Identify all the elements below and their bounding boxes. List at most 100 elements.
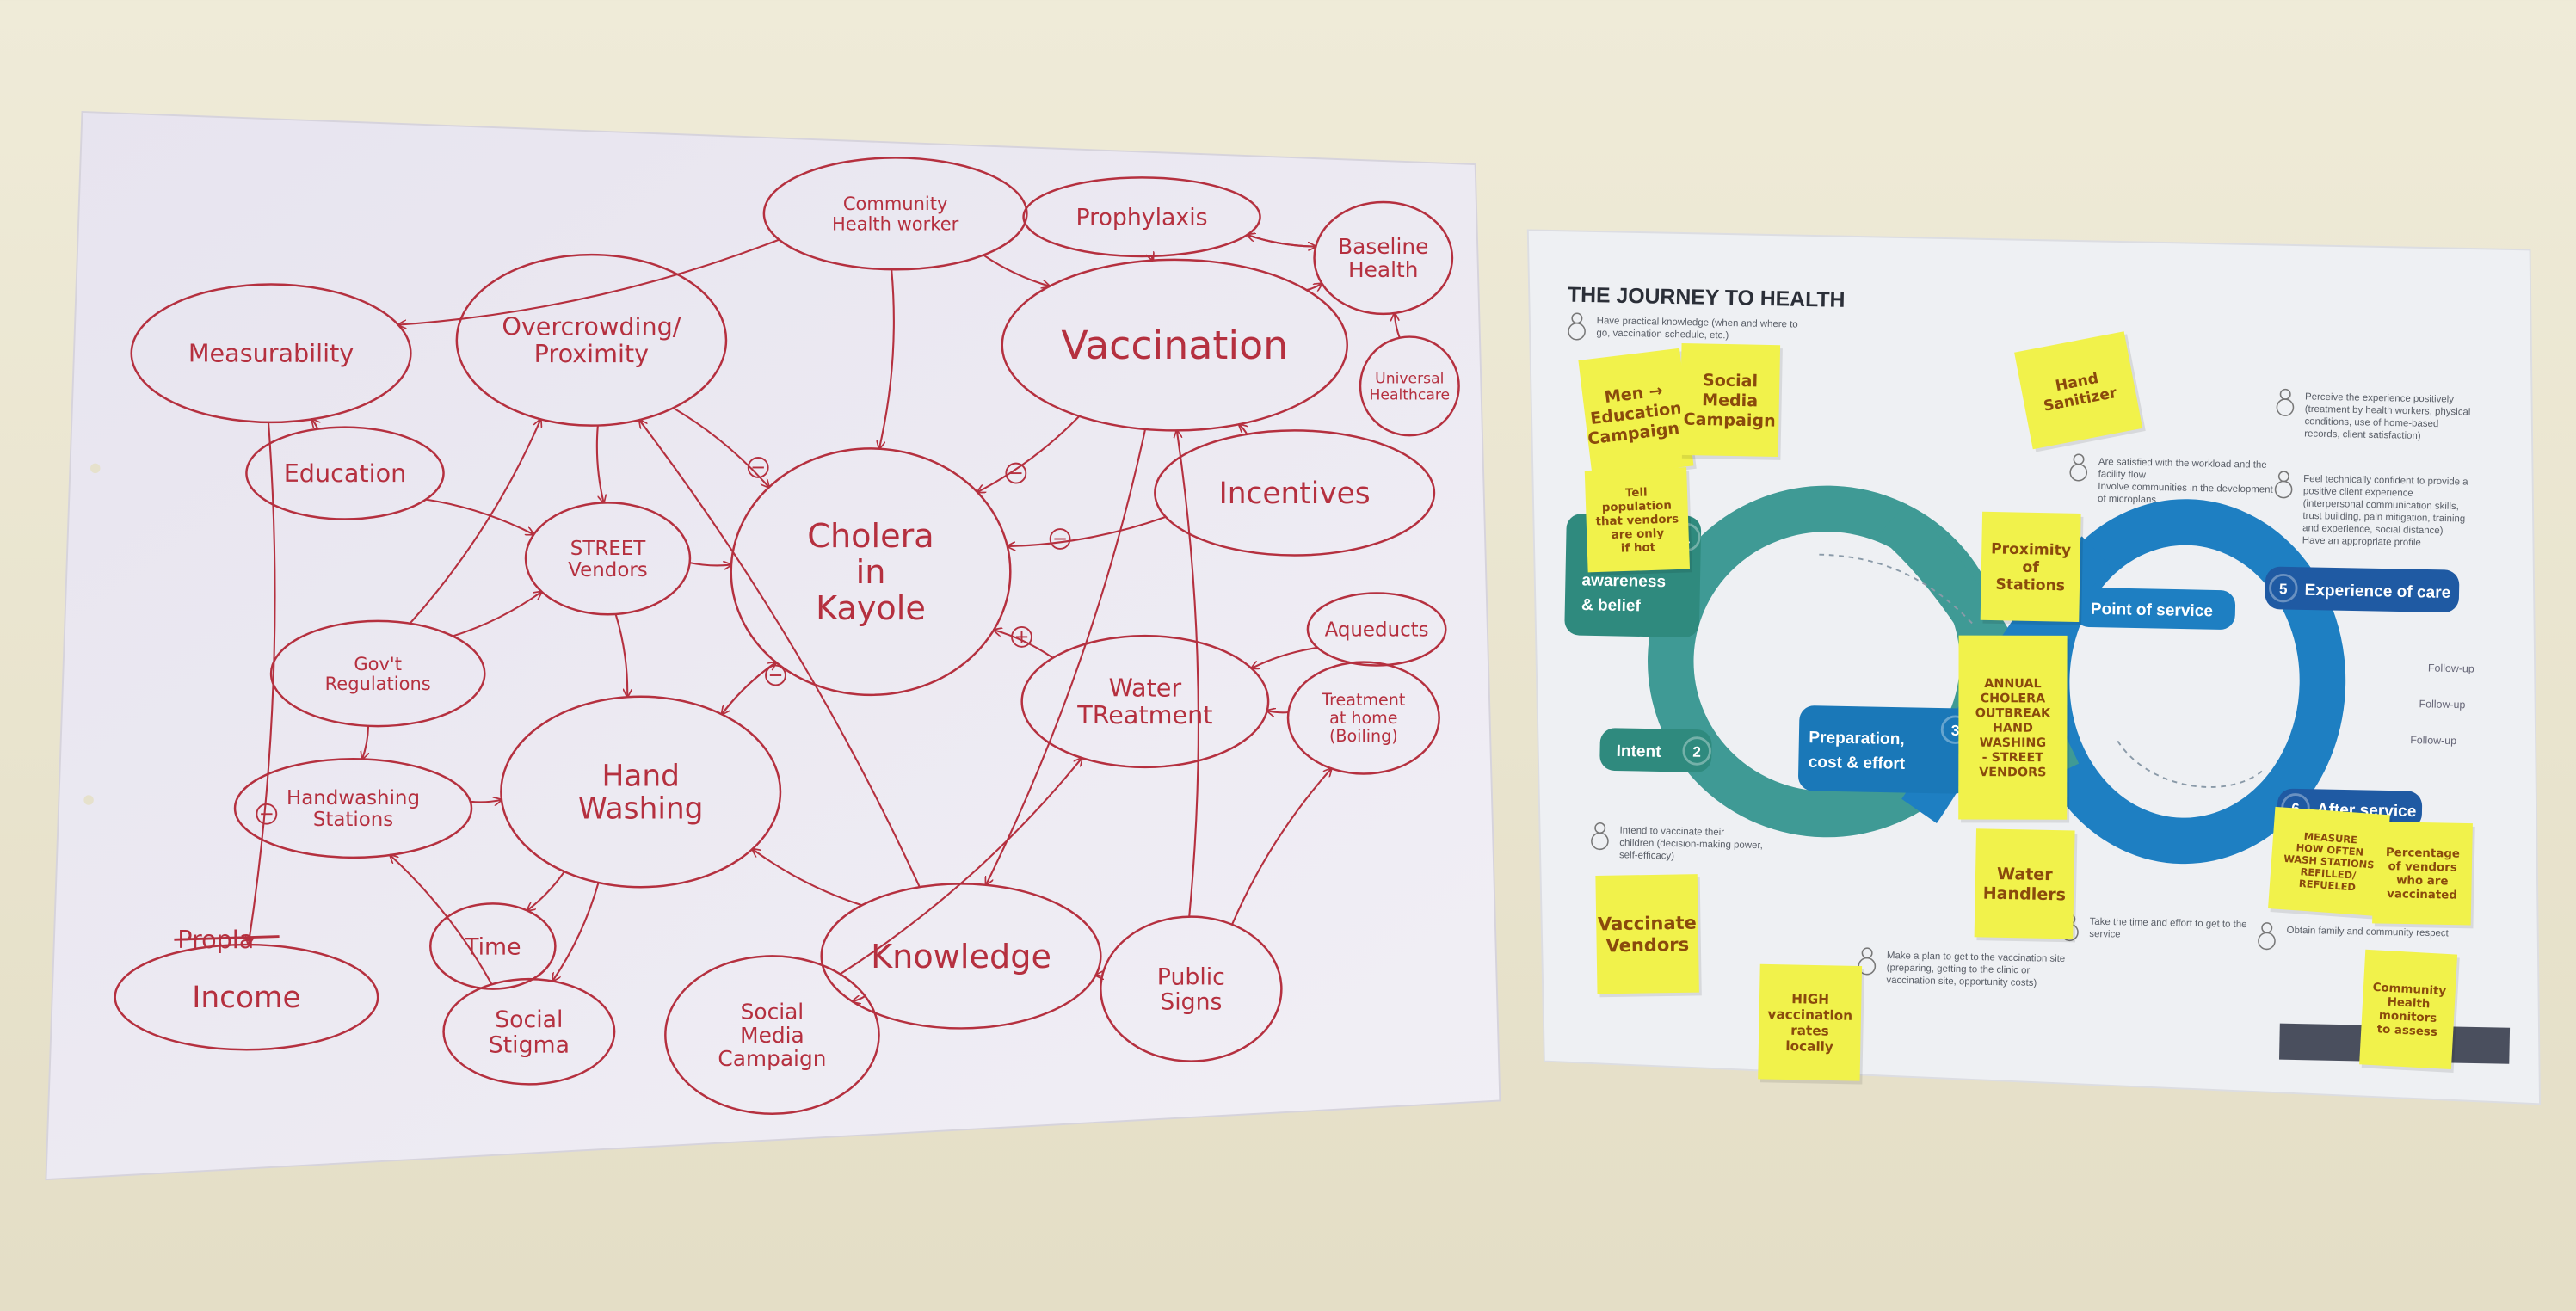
edge-baseline-health-to-prophylaxis bbox=[1248, 235, 1316, 248]
follow-up-label: Follow-up bbox=[2428, 662, 2474, 674]
stage-number-badge bbox=[1682, 736, 1711, 766]
person-icon bbox=[2069, 453, 2088, 482]
sticky-note-text: of vendors bbox=[2388, 860, 2457, 875]
edge-incentives-to-cholera-in-kayole bbox=[1008, 515, 1167, 546]
bullet-block: Take the time and effort to get to these… bbox=[2061, 913, 2247, 942]
sticky-note-text: rates bbox=[1790, 1023, 1829, 1039]
node-ellipse bbox=[762, 157, 1028, 271]
node-label: Stations bbox=[313, 809, 393, 831]
node-ellipse bbox=[820, 883, 1102, 1030]
node-ellipse bbox=[1306, 592, 1447, 667]
sticky-note-text: who are bbox=[2396, 874, 2449, 888]
bullet-text: Take the time and effort to get to the bbox=[2090, 917, 2247, 931]
node-label: Regulations bbox=[325, 674, 431, 694]
bullet-text: self-efficacy) bbox=[1619, 850, 1674, 861]
edge-water-treatment-to-cholera-in-kayole bbox=[994, 630, 1054, 659]
node-label: at home bbox=[1329, 708, 1397, 728]
sticky-note-text: HIGH bbox=[1791, 991, 1829, 1007]
bullet-block: Perceive the experience positively(treat… bbox=[2276, 388, 2471, 441]
sticky-note-text: MEASURE bbox=[2303, 830, 2357, 846]
sticky-note-text: Percentage bbox=[2386, 846, 2460, 861]
node-ellipse bbox=[1020, 634, 1270, 769]
edge-knowledge-to-hand-washing bbox=[752, 849, 863, 907]
sticky-note-text: REFILLED/ bbox=[2300, 865, 2357, 882]
edge-vaccination-to-knowledge bbox=[986, 428, 1147, 885]
edge-overcrowding-proximity-to-street-vendors bbox=[595, 425, 604, 503]
edge-universal-healthcare-to-baseline-health bbox=[1395, 313, 1401, 339]
sticky-note-text: OUTBREAK bbox=[1975, 706, 2051, 720]
bullet-text: facility flow bbox=[2098, 469, 2147, 480]
person-icon bbox=[2258, 922, 2276, 951]
node-label: Social bbox=[495, 1006, 563, 1033]
sticky-note-text: if hot bbox=[1621, 541, 1656, 555]
minus-polarity-icon bbox=[256, 803, 278, 825]
sticky-note-text: - STREET bbox=[1982, 751, 2044, 765]
bullet-block: Obtain family and community respect bbox=[2258, 922, 2450, 951]
stage-number: 5 bbox=[2279, 580, 2288, 597]
bullet-text: and experience, social distance) bbox=[2302, 523, 2444, 536]
node-knowledge: Knowledge bbox=[820, 883, 1102, 1030]
node-ellipse bbox=[1001, 258, 1348, 432]
node-label: TReatment bbox=[1076, 700, 1212, 729]
sticky-note-text: Handlers bbox=[1982, 883, 2066, 905]
bullet-text: vaccination site, opportunity costs) bbox=[1886, 976, 2037, 988]
node-ellipse bbox=[114, 943, 379, 1051]
node-label: Community bbox=[843, 194, 948, 214]
sticky-note-text: Stations bbox=[1995, 576, 2065, 595]
person-icon bbox=[1591, 822, 1609, 851]
bullet-block: Make a plan to get to the vaccination si… bbox=[1858, 947, 2065, 988]
journey-to-health-poster: THE JOURNEY TO HEALTH Have practical kno… bbox=[1526, 229, 2541, 1105]
edge-hand-washing-to-time bbox=[527, 871, 565, 910]
node-ellipse bbox=[455, 253, 728, 427]
sticky-note-text: are only bbox=[1612, 527, 1665, 542]
node-ellipse bbox=[269, 619, 486, 728]
sticky-note-text: Community bbox=[2372, 982, 2446, 999]
node-label: Healthcare bbox=[1369, 386, 1450, 403]
edge-community-health-worker-to-cholera-in-kayole bbox=[879, 269, 895, 448]
node-label: Water bbox=[1109, 674, 1182, 703]
bullet-text: Have an appropriate profile bbox=[2302, 536, 2421, 549]
sticky-note-text: Campaign bbox=[1683, 409, 1775, 431]
bullet-text: Involve communities in the development bbox=[2098, 482, 2273, 495]
node-label: Gov't bbox=[354, 654, 402, 674]
edge-street-vendors-to-hand-washing bbox=[614, 613, 628, 697]
poster-title: THE JOURNEY TO HEALTH bbox=[1568, 284, 1846, 312]
stage-label: Intent bbox=[1616, 742, 1661, 761]
node-label: Kayole bbox=[816, 590, 926, 628]
cld-edges bbox=[249, 235, 1401, 1001]
node-label: Media bbox=[740, 1023, 804, 1048]
bullet-text: Are satisfied with the workload and the bbox=[2098, 457, 2267, 471]
node-label: Measurability bbox=[188, 339, 354, 368]
node-ellipse bbox=[730, 447, 1012, 697]
node-label: Prophylaxis bbox=[1076, 205, 1208, 231]
person-icon bbox=[1568, 312, 1586, 341]
edge-handwashing-stations-to-hand-washing bbox=[470, 800, 502, 803]
stage-number: 3 bbox=[1951, 722, 1960, 739]
bullet-block: Have practical knowledge (when and where… bbox=[1568, 312, 1798, 341]
node-ellipse bbox=[1022, 176, 1261, 258]
node-label: Handwashing bbox=[287, 787, 420, 809]
sticky-note-text: Media bbox=[1702, 390, 1758, 410]
node-label: Treatment bbox=[1321, 690, 1406, 710]
node-label: Overcrowding/ bbox=[502, 312, 681, 342]
sticky-note-text: Vendors bbox=[1605, 934, 1689, 957]
edge-cholera-in-kayole-to-hand-washing bbox=[722, 662, 777, 714]
sticky-note-text: REFUELED bbox=[2298, 877, 2356, 894]
stage-number-badge bbox=[2269, 573, 2298, 603]
node-label: Cholera bbox=[807, 518, 934, 556]
node-label: Income bbox=[192, 981, 300, 1015]
